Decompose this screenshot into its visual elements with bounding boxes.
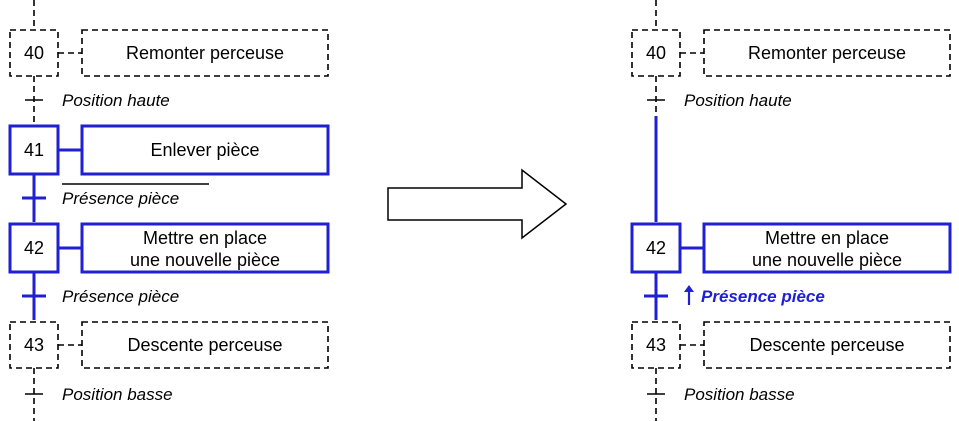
step-41-action-box: [80, 124, 330, 176]
step-43-action: Descente perceuse: [127, 335, 282, 355]
step-42-action-line1: Mettre en place: [143, 228, 267, 248]
r-step-43-action-box: [703, 321, 951, 369]
r-step-43-action: Descente perceuse: [749, 335, 904, 355]
transformation-arrow-icon: [387, 168, 568, 240]
r-step-42-action-line1: Mettre en place: [765, 228, 889, 248]
step-41-action: Enlever pièce: [150, 140, 259, 160]
step-42-number: 42: [24, 238, 44, 258]
r-step-40-number: 40: [646, 43, 666, 63]
step-43-number: 43: [24, 335, 44, 355]
r-step-42-action-line2: une nouvelle pièce: [752, 250, 902, 270]
step-40-number: 40: [24, 43, 44, 63]
transition-position-haute-label: Position haute: [62, 91, 170, 110]
r-transition-presence-label: Présence pièce: [701, 287, 825, 306]
step-40-action-box: [81, 29, 329, 77]
right-grafcet: 40 Remonter perceuse Position haute 42 M…: [630, 0, 952, 421]
transition-presence-negated-label: Présence pièce: [62, 189, 179, 208]
r-step-42-action-box: [702, 222, 952, 274]
r-step-43-number: 43: [646, 335, 666, 355]
left-grafcet: 40 Remonter perceuse Position haute 41 E…: [8, 0, 330, 421]
rising-edge-icon: [684, 285, 694, 305]
step-42-action-line2: une nouvelle pièce: [130, 250, 280, 270]
r-step-40-action: Remonter perceuse: [748, 43, 906, 63]
r-step-40-action-box: [703, 29, 951, 77]
step-42-action-box: [80, 222, 330, 274]
step-40-action: Remonter perceuse: [126, 43, 284, 63]
step-41-number: 41: [24, 140, 44, 160]
r-transition-position-basse-label: Position basse: [684, 385, 795, 404]
transition-position-basse-label: Position basse: [62, 385, 173, 404]
r-transition-position-haute-label: Position haute: [684, 91, 792, 110]
r-step-42-number: 42: [646, 238, 666, 258]
step-43-action-box: [81, 321, 329, 369]
transition-presence-label: Présence pièce: [62, 287, 179, 306]
